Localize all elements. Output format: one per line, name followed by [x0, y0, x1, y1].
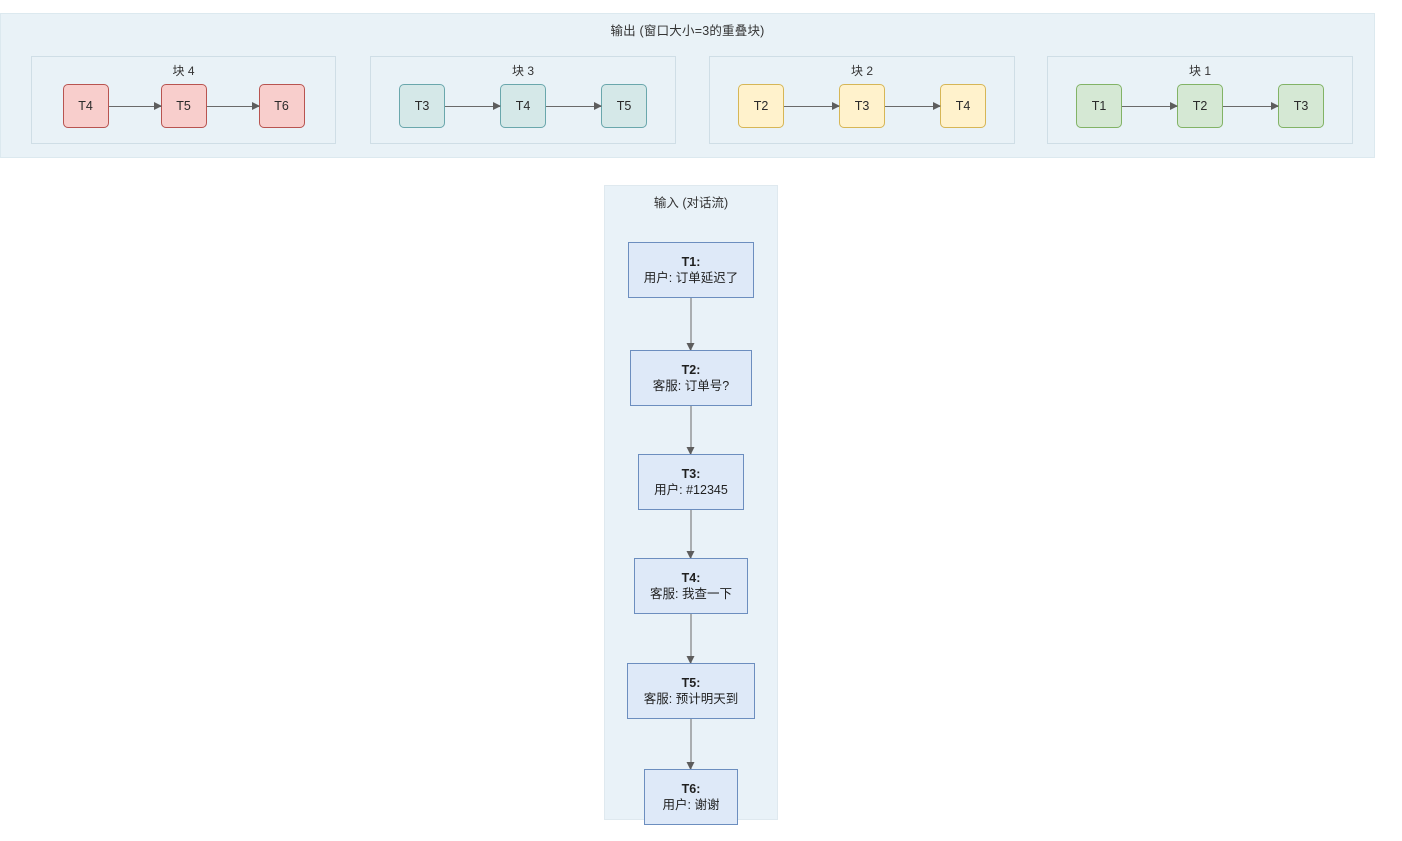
- arrow-line: [1122, 105, 1177, 107]
- output-turn-node[interactable]: T3: [839, 84, 885, 128]
- flow-arrow-down-icon: [686, 719, 696, 770]
- input-panel: 输入 (对话流) T1:用户: 订单延迟了 T2:客服: 订单号? T3:用户: #…: [604, 185, 778, 825]
- flow-arrow-right-icon: [784, 99, 840, 113]
- arrow-head: [251, 102, 260, 110]
- arrow-line: [690, 719, 692, 769]
- input-turn-text: 用户: #12345: [654, 482, 728, 497]
- arrow-line: [445, 105, 500, 107]
- arrow-head: [153, 102, 162, 110]
- arrow-head: [594, 102, 602, 110]
- input-turn-label: T2:: [681, 362, 701, 377]
- input-turn-label: T4:: [681, 570, 701, 585]
- arrow-head: [493, 102, 501, 110]
- output-block: 块 2 T2 T3 T4: [709, 56, 1015, 144]
- output-block-title: 块 1: [1188, 64, 1211, 78]
- flow-arrow-right-icon: [1223, 99, 1279, 113]
- input-turn-node[interactable]: T1:用户: 订单延迟了: [628, 242, 754, 298]
- arrow-line: [1223, 105, 1278, 107]
- arrow-line: [108, 105, 161, 107]
- output-turn-node[interactable]: T5: [160, 84, 207, 128]
- input-turn-node[interactable]: T3:用户: #12345: [638, 454, 744, 510]
- input-turn-node[interactable]: T4:客服: 我查一下: [634, 558, 748, 614]
- output-turn-node[interactable]: T3: [1278, 84, 1324, 128]
- flow-arrow-down-icon: [686, 614, 696, 664]
- input-panel-title: 输入 (对话流): [653, 196, 729, 210]
- arrow-head: [686, 343, 695, 351]
- output-turn-node[interactable]: T1: [1076, 84, 1122, 128]
- flow-arrow-right-icon: [885, 99, 941, 113]
- output-block: 块 3 T3 T4 T5: [370, 56, 676, 144]
- input-turn-label: T5:: [681, 675, 701, 690]
- input-turn-label: T6:: [681, 781, 701, 796]
- arrow-head: [933, 102, 941, 110]
- output-block-chain: T1 T2 T3: [1048, 83, 1352, 129]
- flow-arrow-right-icon: [1122, 99, 1178, 113]
- flow-arrow-right-icon: [445, 99, 501, 113]
- arrow-head: [686, 762, 695, 770]
- output-block-chain: T4 T5 T6: [32, 83, 335, 129]
- arrow-head: [686, 551, 695, 559]
- flow-arrow-down-icon: [686, 406, 696, 455]
- arrow-line: [206, 105, 259, 107]
- flow-arrow-right-icon: [108, 99, 162, 113]
- output-block-title: 块 3: [511, 64, 534, 78]
- input-turn-text: 用户: 谢谢: [662, 797, 720, 812]
- input-turn-label: T1:: [681, 254, 701, 269]
- arrow-head: [686, 656, 695, 664]
- output-turn-node[interactable]: T6: [258, 84, 305, 128]
- input-turn-text: 客服: 订单号?: [652, 378, 730, 393]
- output-block-chain: T2 T3 T4: [710, 83, 1014, 129]
- input-turn-text: 客服: 我查一下: [650, 586, 732, 601]
- output-blocks-row: 块 4 T4 T5 T6 块 3 T3 T4 T5 块 2 T2 T3 T4 块 1 T1 T2 T3: [1, 42, 1374, 146]
- arrow-head: [832, 102, 840, 110]
- input-turn-node[interactable]: T5:客服: 预计明天到: [627, 663, 755, 719]
- output-block-chain: T3 T4 T5: [371, 83, 675, 129]
- output-turn-node[interactable]: T4: [940, 84, 986, 128]
- input-turn-text: 客服: 预计明天到: [643, 691, 739, 706]
- output-block: 块 1 T1 T2 T3: [1047, 56, 1353, 144]
- output-turn-node[interactable]: T4: [62, 84, 109, 128]
- input-turn-node[interactable]: T6:用户: 谢谢: [644, 769, 738, 825]
- flow-arrow-down-icon: [686, 298, 696, 351]
- output-turn-node[interactable]: T5: [601, 84, 647, 128]
- flow-arrow-down-icon: [686, 510, 696, 559]
- input-turn-node[interactable]: T2:客服: 订单号?: [630, 350, 752, 406]
- arrow-line: [690, 406, 692, 454]
- arrow-head: [686, 447, 695, 455]
- output-turn-node[interactable]: T2: [1177, 84, 1223, 128]
- arrow-line: [885, 105, 940, 107]
- output-turn-node[interactable]: T4: [500, 84, 546, 128]
- flow-arrow-right-icon: [206, 99, 260, 113]
- arrow-line: [690, 298, 692, 350]
- output-panel-title: 输出 (窗口大小=3的重叠块): [610, 24, 765, 38]
- arrow-line: [690, 614, 692, 663]
- arrow-line: [690, 510, 692, 558]
- output-turn-node[interactable]: T2: [738, 84, 784, 128]
- arrow-line: [546, 105, 601, 107]
- output-block-title: 块 2: [850, 64, 873, 78]
- arrow-head: [1271, 102, 1279, 110]
- output-block-title: 块 4: [172, 64, 195, 78]
- arrow-line: [784, 105, 839, 107]
- output-turn-node[interactable]: T3: [399, 84, 445, 128]
- arrow-head: [1170, 102, 1178, 110]
- output-block: 块 4 T4 T5 T6: [31, 56, 336, 144]
- input-turn-label: T3:: [681, 466, 701, 481]
- flow-arrow-right-icon: [546, 99, 602, 113]
- input-turn-text: 用户: 订单延迟了: [643, 270, 739, 285]
